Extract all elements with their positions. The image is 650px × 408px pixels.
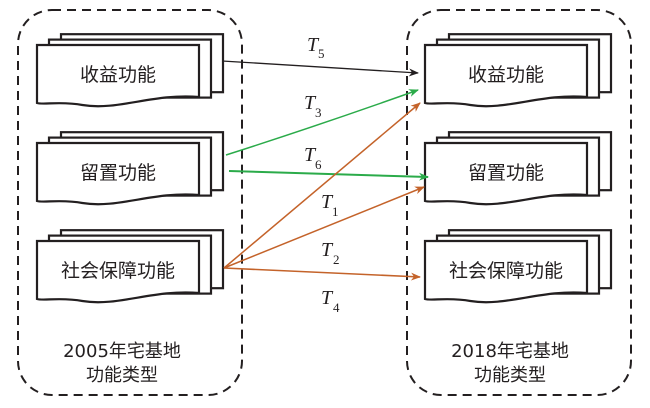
node-front-sheet [423, 43, 589, 108]
edge-t4 [223, 267, 421, 281]
group-2018-subtitle: 功能类型 [474, 365, 546, 386]
node-front-sheet [35, 43, 201, 108]
svg-text:T: T [321, 239, 334, 261]
svg-text:1: 1 [332, 204, 339, 219]
node-r-social: 社会保障功能 [423, 229, 613, 304]
node-r-retention: 留置功能 [423, 131, 613, 206]
group-2005-title: 2005年宅基地 [63, 341, 181, 362]
node-front-sheet [423, 239, 589, 304]
node-label: 社会保障功能 [449, 260, 563, 282]
svg-text:5: 5 [318, 46, 325, 61]
node-r-income: 收益功能 [423, 33, 613, 108]
edge-label-t2: T 2 [321, 239, 340, 267]
group-2005-container [17, 9, 243, 396]
svg-text:6: 6 [315, 157, 322, 172]
node-label: 收益功能 [80, 64, 156, 86]
svg-text:T: T [304, 92, 317, 114]
edge-t6 [228, 170, 429, 181]
svg-text:T: T [304, 144, 317, 166]
edge-label-t1: T 1 [321, 191, 339, 219]
edge-t5 [221, 60, 419, 77]
edge-t2 [223, 186, 425, 269]
edge-label-t5: T 5 [307, 34, 325, 61]
svg-text:T: T [307, 34, 320, 56]
edge-label-t4: T 4 [321, 287, 340, 315]
group-2018-title: 2018年宅基地 [451, 341, 569, 362]
svg-text:4: 4 [333, 300, 340, 315]
edge-t1 [223, 102, 421, 269]
svg-text:3: 3 [315, 105, 322, 120]
node-label: 留置功能 [468, 162, 544, 184]
node-front-sheet [423, 141, 589, 206]
node-label: 收益功能 [468, 64, 544, 86]
node-l-retention: 留置功能 [35, 131, 225, 206]
node-front-sheet [35, 141, 201, 206]
edge-label-t3: T 3 [304, 92, 322, 120]
group-2005-subtitle: 功能类型 [86, 365, 158, 386]
node-l-social: 社会保障功能 [35, 229, 225, 304]
node-label: 社会保障功能 [61, 260, 175, 282]
edge-label-t6: T 6 [304, 144, 322, 172]
svg-text:T: T [321, 191, 334, 213]
svg-text:2: 2 [333, 252, 340, 267]
edge-t3 [225, 89, 419, 156]
group-2018-container [406, 9, 632, 396]
node-front-sheet [35, 239, 201, 304]
node-label: 留置功能 [80, 162, 156, 184]
edges-layer [221, 60, 429, 281]
node-l-income: 收益功能 [35, 33, 225, 108]
svg-text:T: T [321, 287, 334, 309]
